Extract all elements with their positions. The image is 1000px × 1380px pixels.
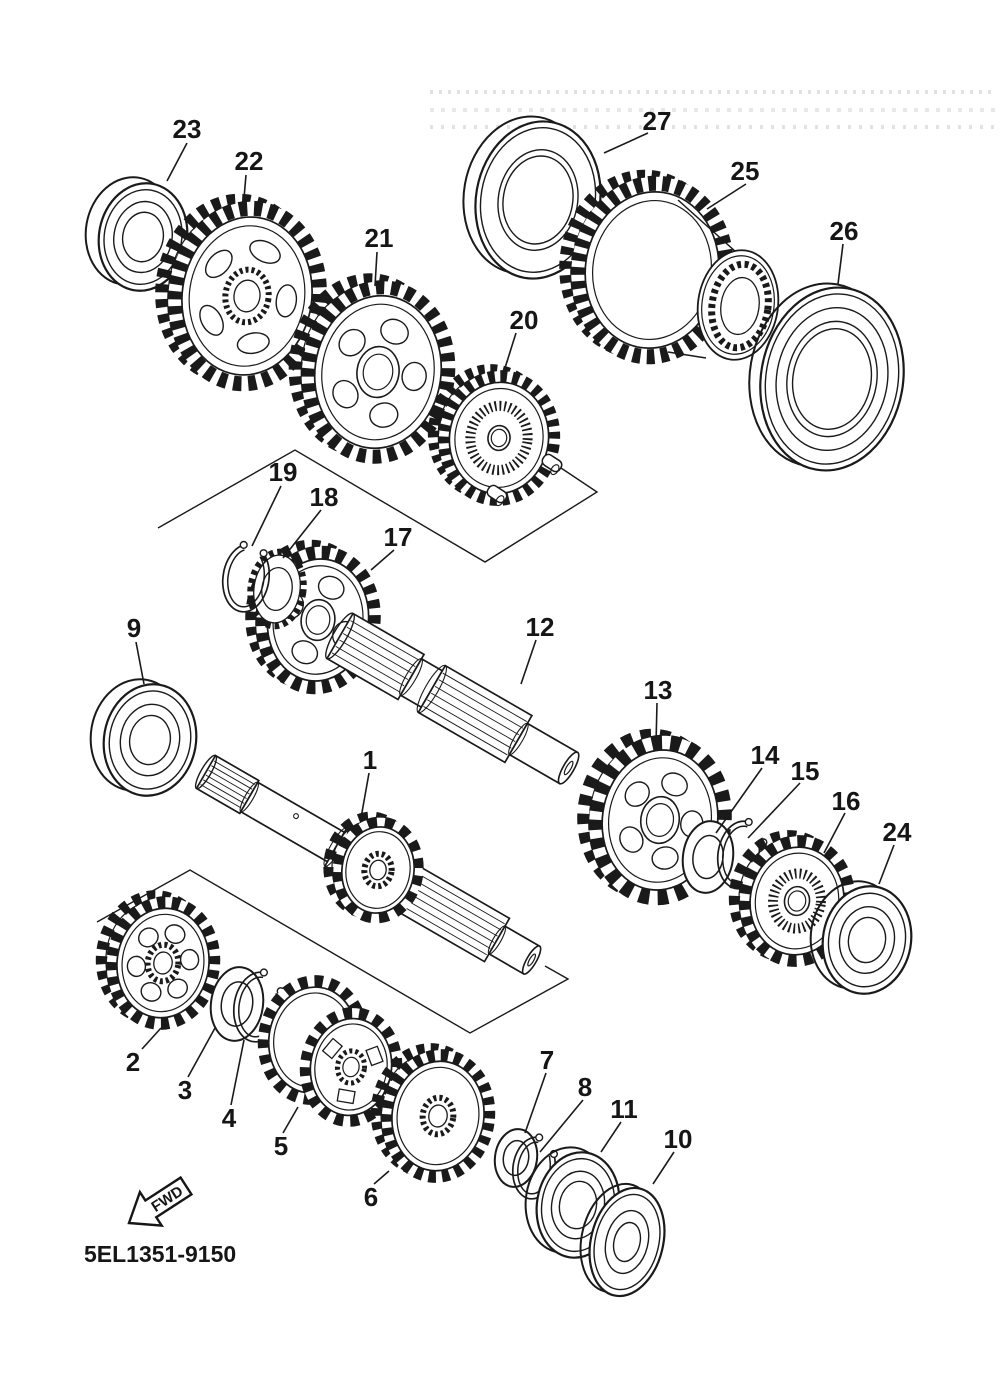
leader-6 — [373, 1170, 390, 1185]
callout-13: 13 — [644, 675, 673, 705]
leader-9 — [135, 641, 145, 685]
leader-16 — [823, 812, 846, 854]
leader-25 — [706, 183, 747, 210]
leader-11 — [600, 1121, 622, 1153]
leader-27 — [603, 132, 649, 154]
washer-7 — [493, 1128, 539, 1188]
callout-7: 7 — [540, 1045, 554, 1075]
leader-15 — [747, 782, 801, 839]
callout-11: 11 — [610, 1094, 638, 1124]
leader-10 — [652, 1151, 675, 1185]
leader-18 — [282, 509, 322, 559]
bearing-23 — [84, 176, 189, 292]
leader-26 — [837, 243, 844, 285]
gear-21 — [288, 273, 456, 464]
gear-1p — [323, 811, 424, 924]
leader-22 — [242, 174, 247, 211]
leader-14 — [715, 767, 763, 834]
leader-20 — [504, 332, 517, 369]
gear-20 — [427, 364, 561, 506]
callout-14: 14 — [751, 740, 780, 770]
bearing-9 — [89, 678, 198, 797]
callout-10: 10 — [664, 1124, 693, 1154]
leader-4 — [230, 1039, 245, 1106]
clutch-25 — [559, 169, 780, 365]
fwd-arrow: FWD — [127, 1175, 194, 1228]
callout-27: 27 — [643, 106, 672, 136]
leader-12 — [520, 639, 537, 685]
leader-19 — [251, 485, 282, 547]
callout-20: 20 — [510, 305, 539, 335]
callout-8: 8 — [578, 1072, 592, 1102]
callout-21: 21 — [365, 223, 394, 253]
callout-16: 16 — [832, 786, 861, 816]
leader-2 — [141, 1027, 162, 1050]
leader-13 — [655, 702, 658, 745]
leader-23 — [166, 142, 188, 182]
pin-20a — [541, 453, 563, 476]
group-bracket-2 — [96, 869, 570, 1034]
gear-2 — [95, 890, 221, 1030]
leader-7 — [524, 1072, 547, 1134]
leader-24 — [878, 844, 895, 885]
callout-4: 4 — [222, 1103, 237, 1133]
washer-3 — [209, 966, 265, 1042]
scan-noise — [430, 90, 995, 129]
bearing-10 — [579, 1182, 666, 1298]
part-code: 5EL1351-9150 — [84, 1241, 236, 1267]
gear-5 — [257, 975, 403, 1127]
gear-6 — [370, 1043, 496, 1183]
callout-19: 19 — [269, 457, 298, 487]
callout-24: 24 — [883, 817, 912, 847]
leader-17 — [370, 549, 395, 571]
callout-3: 3 — [178, 1075, 192, 1105]
callout-26: 26 — [830, 216, 859, 246]
bearing-24 — [809, 880, 913, 995]
callout-25: 25 — [731, 156, 760, 186]
pin-20b — [486, 484, 508, 507]
shaft-12 — [325, 612, 580, 785]
leader-8 — [539, 1099, 584, 1153]
callout-23: 23 — [173, 114, 202, 144]
callout-1: 1 — [363, 745, 377, 775]
callout-15: 15 — [791, 756, 820, 786]
circlip-19 — [221, 540, 271, 613]
callout-18: 18 — [310, 482, 339, 512]
leader-1 — [360, 772, 370, 819]
callout-2: 2 — [126, 1047, 140, 1077]
callout-22: 22 — [235, 146, 264, 176]
callout-5: 5 — [274, 1131, 288, 1161]
leader-3 — [187, 1027, 216, 1078]
callout-17: 17 — [384, 522, 413, 552]
callout-9: 9 — [127, 613, 141, 643]
callout-6: 6 — [364, 1182, 378, 1212]
leader-5 — [282, 1106, 299, 1134]
callout-12: 12 — [526, 612, 555, 642]
washer-18 — [247, 548, 307, 630]
leader-21 — [374, 251, 378, 287]
group-bracket-1 — [157, 449, 599, 563]
ring-26 — [748, 282, 905, 472]
